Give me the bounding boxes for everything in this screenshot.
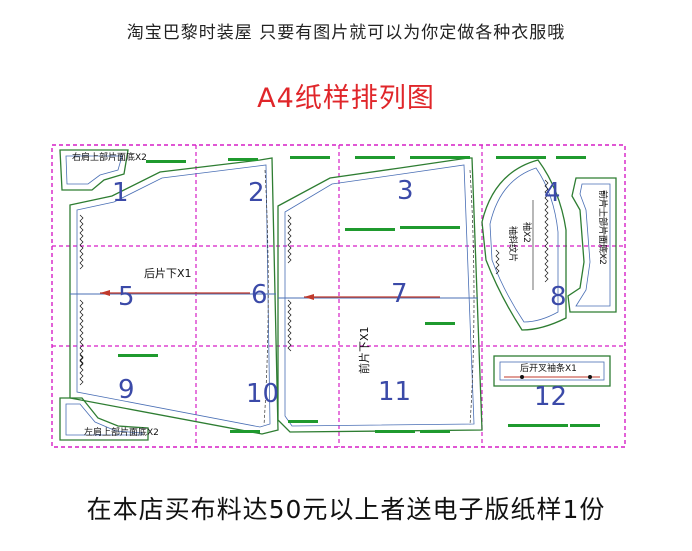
annotation-marks — [118, 156, 600, 433]
sleeve-label: 袖X2 — [521, 222, 533, 243]
waistband-label: 后开叉袖条X1 — [520, 362, 577, 374]
page-title: A4纸样排列图 — [257, 83, 435, 114]
waistband-piece: 后开叉袖条X1 — [493, 355, 611, 387]
tile-number-9: 9 — [118, 375, 135, 405]
back-yoke-top-label: 右肩上部片面底X2 — [72, 151, 147, 163]
front-lower-label: 前片下X1 — [357, 326, 371, 374]
front-yoke-label: 前片上部片面底X2 — [597, 190, 609, 265]
tile-number-7: 7 — [391, 279, 408, 309]
tile-number-11: 11 — [378, 377, 411, 407]
tile-number-8: 8 — [550, 282, 567, 312]
back-yoke-bottom-piece: 左肩上部片面底X2 — [59, 397, 159, 441]
front-yoke-piece: 前片上部片面底X2 — [567, 177, 617, 313]
tile-number-1: 1 — [112, 178, 129, 208]
board-frame — [51, 144, 626, 448]
tile-number-3: 3 — [397, 176, 414, 206]
header-text: 淘宝巴黎时装屋 只要有图片就可以为你定做各种衣服哦 — [126, 23, 566, 43]
sleeve-piece: 袖X2 袖斜纹片 — [481, 159, 567, 331]
tile-number-6: 6 — [251, 280, 268, 310]
back-lower-piece: 后片下X1 — [69, 157, 279, 435]
sleeve-side-label: 袖斜纹片 — [507, 226, 519, 262]
footer-text: 在本店买布料达50元以上者送电子版纸样1份 — [86, 495, 606, 524]
front-lower-piece: 前片下X1 — [277, 157, 483, 433]
back-yoke-top-piece: 右肩上部片面底X2 — [59, 149, 147, 191]
tile-number-12: 12 — [534, 382, 567, 412]
tile-number-4: 4 — [544, 178, 561, 208]
tile-number-5: 5 — [118, 282, 135, 312]
back-lower-label: 后片下X1 — [144, 267, 192, 280]
back-yoke-bottom-label: 左肩上部片面底X2 — [84, 426, 159, 438]
tile-number-2: 2 — [248, 178, 265, 208]
tile-number-10: 10 — [246, 379, 279, 409]
